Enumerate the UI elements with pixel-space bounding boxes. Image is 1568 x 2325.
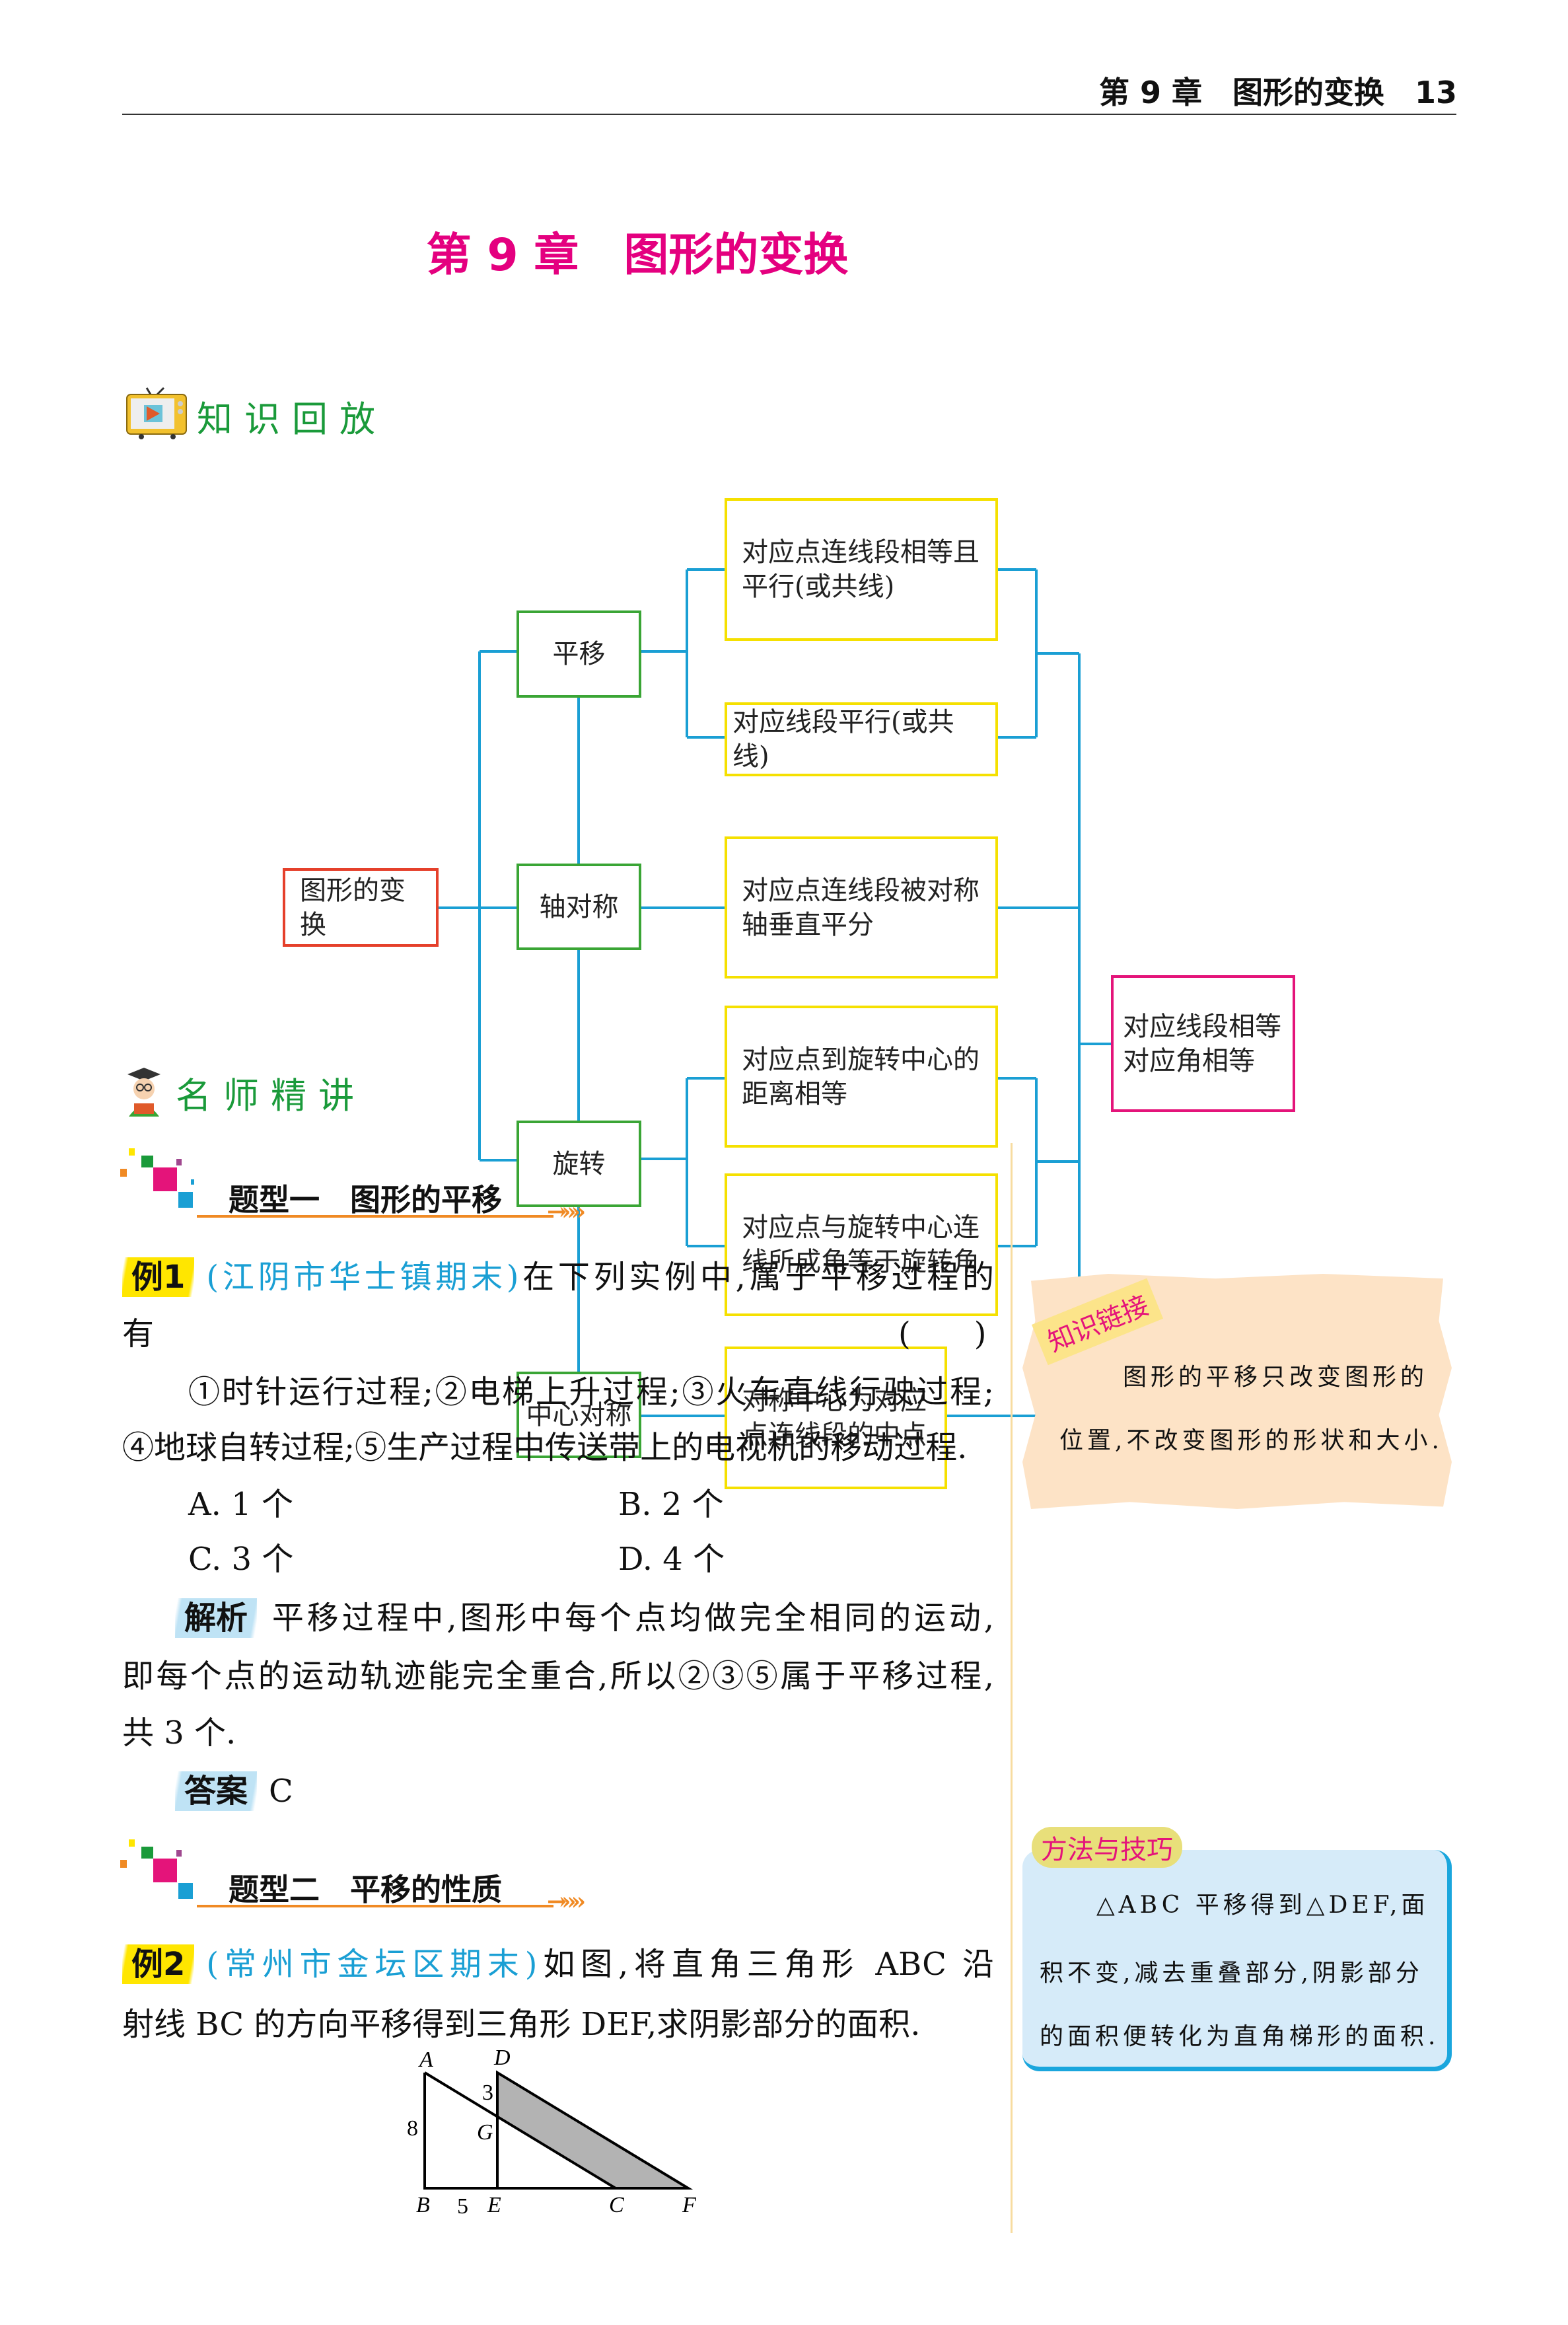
section-teacher-title: 名师精讲	[176, 1075, 366, 1117]
label-g: G	[477, 2120, 493, 2145]
example-source: (江阴市华士镇期末)	[206, 1259, 519, 1296]
type-label: 平移	[552, 639, 606, 669]
page-number: 13	[1414, 75, 1457, 110]
example-tag: 例2	[122, 1944, 195, 1984]
ex1-stem: 例1 (江阴市华士镇期末)在下列实例中,属于平移过程的	[122, 1257, 994, 1297]
sidebar-line: 积不变,减去重叠部分,阴影部分	[1040, 1960, 1423, 1987]
geometry-figure: A D B E C F G 8 3 5	[407, 2046, 697, 2219]
prop-line: 平行(或共线)	[742, 572, 895, 602]
running-title: 第 9 章 图形的变换	[1098, 75, 1384, 110]
answer-blank: ( )	[898, 1315, 987, 1352]
option-c: C. 3 个	[188, 1541, 294, 1578]
label-be-length: 5	[457, 2194, 468, 2219]
mindmap-type-axial-symmetry: 轴对称	[517, 864, 641, 950]
label-e: E	[487, 2193, 501, 2217]
analysis-line: 解析平移过程中,图形中每个点均做完全相同的运动,	[175, 1598, 994, 1638]
mindmap-prop-4: 对应点到旋转中心的距离相等	[725, 1006, 998, 1148]
label-b: B	[416, 2193, 430, 2217]
analysis-text: 平移过程中,图形中每个点均做完全相同的运动,	[269, 1600, 994, 1637]
mindmap-prop-5: 对应点与旋转中心连线所成角等于旋转角	[725, 1173, 998, 1316]
prop-line: 距离相等	[742, 1078, 847, 1109]
arrows-icon: →»»	[547, 1888, 586, 1915]
header-rule	[122, 114, 1456, 115]
triangle-lines	[423, 2070, 694, 2190]
side-ac	[423, 2071, 617, 2190]
label-ab-length: 8	[407, 2116, 418, 2141]
column-divider	[1011, 1143, 1013, 2233]
root-label: 图形的变换	[300, 875, 406, 940]
mindmap-prop-3: 对应点连线段被对称轴垂直平分	[725, 836, 998, 978]
teacher-icon	[122, 1065, 166, 1118]
stem-text: 在下列实例中,属于平移过程的	[518, 1259, 994, 1296]
stem-line: ④地球自转过程;⑤生产过程中传送带上的电视机的移动过程.	[122, 1429, 968, 1466]
section-review-title: 知识回放	[197, 398, 387, 440]
method-tips-tag: 方法与技巧	[1032, 1827, 1182, 1868]
heading-underline	[197, 1215, 553, 1218]
label-f: F	[682, 2193, 697, 2217]
stem-continuation: 有	[122, 1315, 155, 1352]
sidebar-line: 图形的平移只改变图形的	[1123, 1364, 1429, 1391]
label-d: D	[493, 2046, 511, 2070]
prop-line: 点连线段的中点	[742, 1420, 927, 1450]
mindmap-prop-6: 对称中心为对应点连线段的中点	[725, 1347, 947, 1489]
label-a: A	[418, 2048, 433, 2072]
mindmap-prop-2: 对应线段平行(或共线)	[725, 702, 998, 776]
tv-icon	[124, 387, 190, 439]
prop-line: 对应点到旋转中心的	[742, 1044, 980, 1075]
prop-line: 对应点连线段相等且	[742, 537, 980, 568]
sidebar-line: △ABC 平移得到△DEF,面	[1096, 1892, 1429, 1919]
sidebar-line: 位置,不改变图形的形状和大小.	[1059, 1427, 1443, 1454]
prop-line: 线所成角等于旋转角	[742, 1247, 980, 1277]
label-c: C	[609, 2193, 624, 2217]
stem-line: ①时针运行过程;②电梯上升过程;③火车直线行驶过程;	[188, 1374, 994, 1411]
option-b: B. 2 个	[618, 1486, 724, 1523]
mindmap-root: 图形的变换	[283, 868, 439, 947]
stem-text: 如图,将直角三角形 ABC 沿	[537, 1946, 994, 1983]
type2-heading: 题型二 平移的性质	[229, 1872, 502, 1907]
method-tips-box	[1022, 1850, 1452, 2071]
type-label: 旋转	[552, 1148, 606, 1179]
option-d: D. 4 个	[618, 1541, 725, 1578]
common-line: 对应线段相等	[1123, 1011, 1281, 1042]
option-a: A. 1 个	[188, 1486, 293, 1523]
running-header: 第 9 章 图形的变换 13	[1099, 69, 1457, 112]
example-tag: 例1	[122, 1257, 195, 1297]
prop-line: 对称中心为对应	[742, 1385, 927, 1416]
answer-value: C	[269, 1773, 293, 1810]
analysis-line: 即每个点的运动轨迹能完全重合,所以②③⑤属于平移过程,	[122, 1658, 994, 1695]
type-label: 中心对称	[526, 1399, 632, 1430]
label-dg-length: 3	[482, 2081, 493, 2105]
mindmap-type-rotation: 旋转	[517, 1121, 641, 1207]
type-label: 轴对称	[539, 891, 619, 922]
ex2-stem: 例2 (常州市金坛区期末)如图,将直角三角形 ABC 沿	[122, 1944, 994, 1984]
prop-line: 对应点与旋转中心连	[742, 1212, 980, 1243]
type1-heading: 题型一 图形的平移	[229, 1182, 502, 1218]
mindmap-type-translation: 平移	[517, 610, 641, 698]
analysis-line: 共 3 个.	[122, 1715, 236, 1752]
chapter-title: 第 9 章 图形的变换	[426, 229, 849, 281]
example-source: (常州市金坛区期末)	[206, 1946, 538, 1983]
mindmap-type-central-symmetry: 中心对称	[517, 1372, 641, 1458]
common-line: 对应角相等	[1123, 1045, 1255, 1076]
answer-line: 答案 C	[175, 1771, 293, 1811]
analysis-tag: 解析	[175, 1598, 258, 1638]
answer-tag: 答案	[175, 1771, 258, 1811]
heading-underline	[197, 1905, 553, 1907]
prop-line: 对应线段平行(或共线)	[732, 707, 954, 772]
arrows-icon: →»»	[547, 1198, 586, 1226]
sidebar-line: 的面积便转化为直角梯形的面积.	[1040, 2023, 1440, 2050]
mindmap-prop-1: 对应点连线段相等且平行(或共线)	[725, 498, 998, 641]
mindmap-common: 对应线段相等对应角相等	[1111, 975, 1295, 1112]
prop-line: 轴垂直平分	[742, 909, 874, 940]
stem-continuation: 射线 BC 的方向平移得到三角形 DEF,求阴影部分的面积.	[122, 2006, 921, 2043]
prop-line: 对应点连线段被对称	[742, 875, 980, 906]
